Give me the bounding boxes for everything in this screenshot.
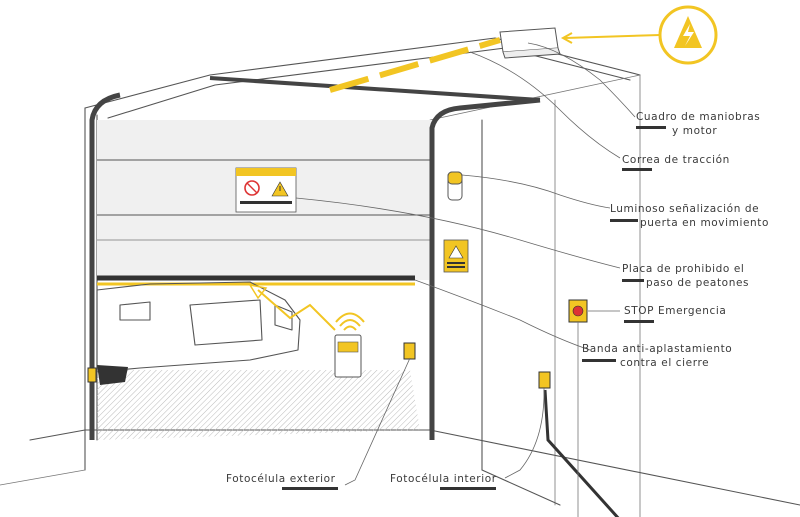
- label-belt-text: Correa de tracción: [622, 154, 730, 166]
- label-panel-motor: Cuadro de maniobras y motor: [636, 111, 760, 137]
- label-sign-line1: Placa de prohibido el: [622, 263, 744, 275]
- label-panel-motor-line1: Cuadro de maniobras: [636, 111, 760, 123]
- label-safety-edge: Banda anti-aplastamiento contra el cierr…: [582, 343, 732, 369]
- label-safety-edge-line1: Banda anti-aplastamiento: [582, 343, 732, 355]
- label-belt: Correa de tracción: [622, 154, 730, 171]
- label-warning-light-line2: puerta en movimiento: [640, 217, 769, 229]
- motor-box: [499, 27, 561, 59]
- wireless-signal-icon: [335, 312, 365, 331]
- lightning-bolt-icon: [560, 5, 718, 65]
- leader-lines: [295, 42, 636, 486]
- label-photocell-interior-text: Fotocélula interior: [390, 473, 497, 485]
- photocell-interior: [538, 371, 620, 517]
- warning-light: [447, 171, 463, 201]
- traction-belt: [329, 37, 501, 93]
- stop-button: [568, 299, 588, 517]
- no-pedestrian-sign: [235, 167, 297, 213]
- label-photocell-exterior-text: Fotocélula exterior: [226, 473, 336, 485]
- car: [96, 281, 336, 385]
- floor-hatch: [97, 370, 420, 440]
- label-stop: STOP Emergencia: [624, 305, 726, 323]
- label-photocell-exterior: Fotocélula exterior: [226, 473, 338, 490]
- label-sign-line2: paso de peatones: [646, 277, 749, 289]
- label-no-pedestrian-sign: Placa de prohibido el paso de peatones: [622, 263, 749, 289]
- label-warning-light-line1: Luminoso señalización de: [610, 203, 759, 215]
- label-photocell-interior: Fotocélula interior: [390, 473, 497, 490]
- wall-warning-sign: [443, 239, 469, 273]
- label-stop-text: STOP Emergencia: [624, 305, 726, 317]
- remote-post: [334, 334, 362, 378]
- label-warning-light: Luminoso señalización de puerta en movim…: [610, 203, 769, 229]
- label-safety-edge-line2: contra el cierre: [620, 357, 709, 369]
- label-panel-motor-line2: y motor: [672, 125, 717, 137]
